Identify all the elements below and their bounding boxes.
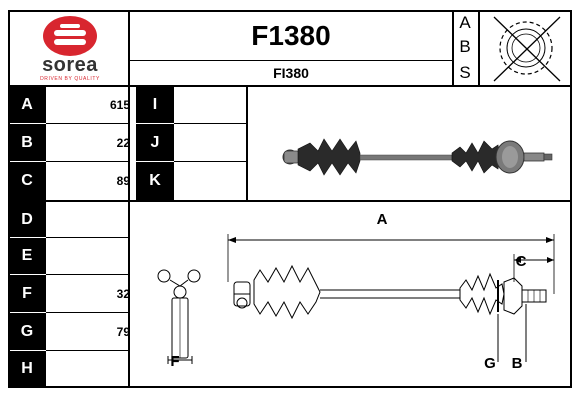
spec-label-f: F [8,275,46,312]
spec-value-b: 22 [116,135,130,150]
dim-label-g: G [484,354,496,372]
spec-label-k: K [136,162,174,200]
brand-logo: sorea DRIVEN BY QUALITY [16,14,124,82]
abs-letter-b: B [459,37,471,56]
spec-label-b: B [8,124,46,161]
dim-label-f: F [170,352,180,370]
product-sheet: sorea DRIVEN BY QUALITY F1380 FI380 A B … [8,10,572,388]
spec-label-h: H [8,351,46,386]
brand-name: sorea [42,54,98,76]
spec-label-g: G [8,313,46,350]
dim-label-c: C [515,252,527,270]
spec-label-e: E [8,238,46,274]
sorea-emblem-icon [43,16,97,56]
spec-label-a: A [8,87,46,123]
dim-label-a: A [376,210,388,228]
driveshaft-photo [282,138,553,176]
no-abs-ring-icon [493,16,561,82]
product-subcode: FI380 [273,65,309,81]
spec-value-a: 615 [109,98,130,112]
spec-value-e [46,238,130,274]
brand-tagline: DRIVEN BY QUALITY [40,76,100,82]
abs-letter-a: A [459,13,471,32]
dim-label-b: B [511,354,523,372]
technical-diagram [157,234,555,364]
spec-value-h [46,351,130,386]
spec-value-d [46,202,130,237]
product-code: F1380 [251,20,331,51]
abs-letter-s: S [459,62,471,82]
spec-value-c: 89 [116,174,130,188]
spec-label-j: J [136,124,174,161]
spec-label-d: D [8,202,46,237]
spec-label-i: I [136,87,174,123]
spec-value-f: 32 [116,286,130,301]
spec-value-g: 79 [116,324,130,339]
spec-label-c: C [8,162,46,200]
tripod-joint [157,269,201,359]
